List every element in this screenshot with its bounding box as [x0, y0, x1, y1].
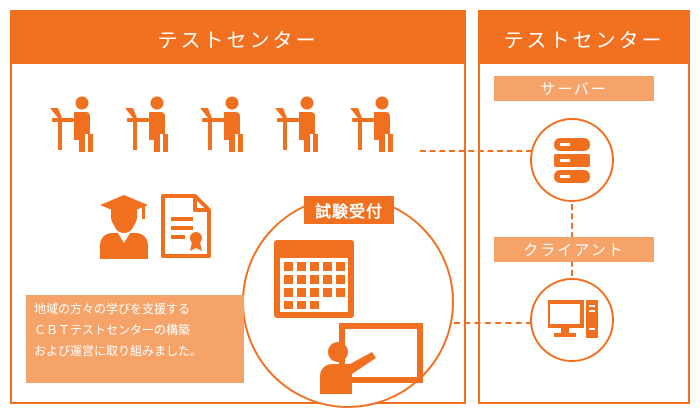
connector-line [454, 322, 532, 324]
server-circle [530, 118, 614, 202]
desktop-computer-icon [548, 300, 598, 340]
presenter-whiteboard-icon [318, 322, 424, 394]
reception-label: 試験受付 [304, 196, 394, 224]
calendar-icon [274, 240, 354, 318]
client-label: クライアント [494, 237, 654, 262]
description-line: ＣＢＴテストセンターの構築 [34, 323, 191, 337]
seated-person-at-desk-icon [273, 96, 323, 154]
server-label: サーバー [494, 76, 654, 101]
seated-person-at-desk-icon [48, 96, 98, 154]
right-panel-title: テストセンター [480, 12, 688, 64]
seated-person-at-desk-icon [123, 96, 173, 154]
database-server-icon [554, 138, 590, 184]
left-panel-title: テストセンター [12, 12, 464, 64]
connector-line [420, 150, 532, 152]
certificate-icon [160, 193, 212, 259]
seated-person-at-desk-icon [198, 96, 248, 154]
description-line: 地域の方々の学びを支援する [34, 302, 191, 316]
graduate-icon [96, 193, 152, 259]
description-box: 地域の方々の学びを支援する ＣＢＴテストセンターの構築 および運営に取り組みまし… [26, 295, 244, 383]
client-circle [530, 278, 614, 362]
seated-person-at-desk-icon [348, 96, 398, 154]
description-line: および運営に取り組みました。 [34, 344, 203, 358]
